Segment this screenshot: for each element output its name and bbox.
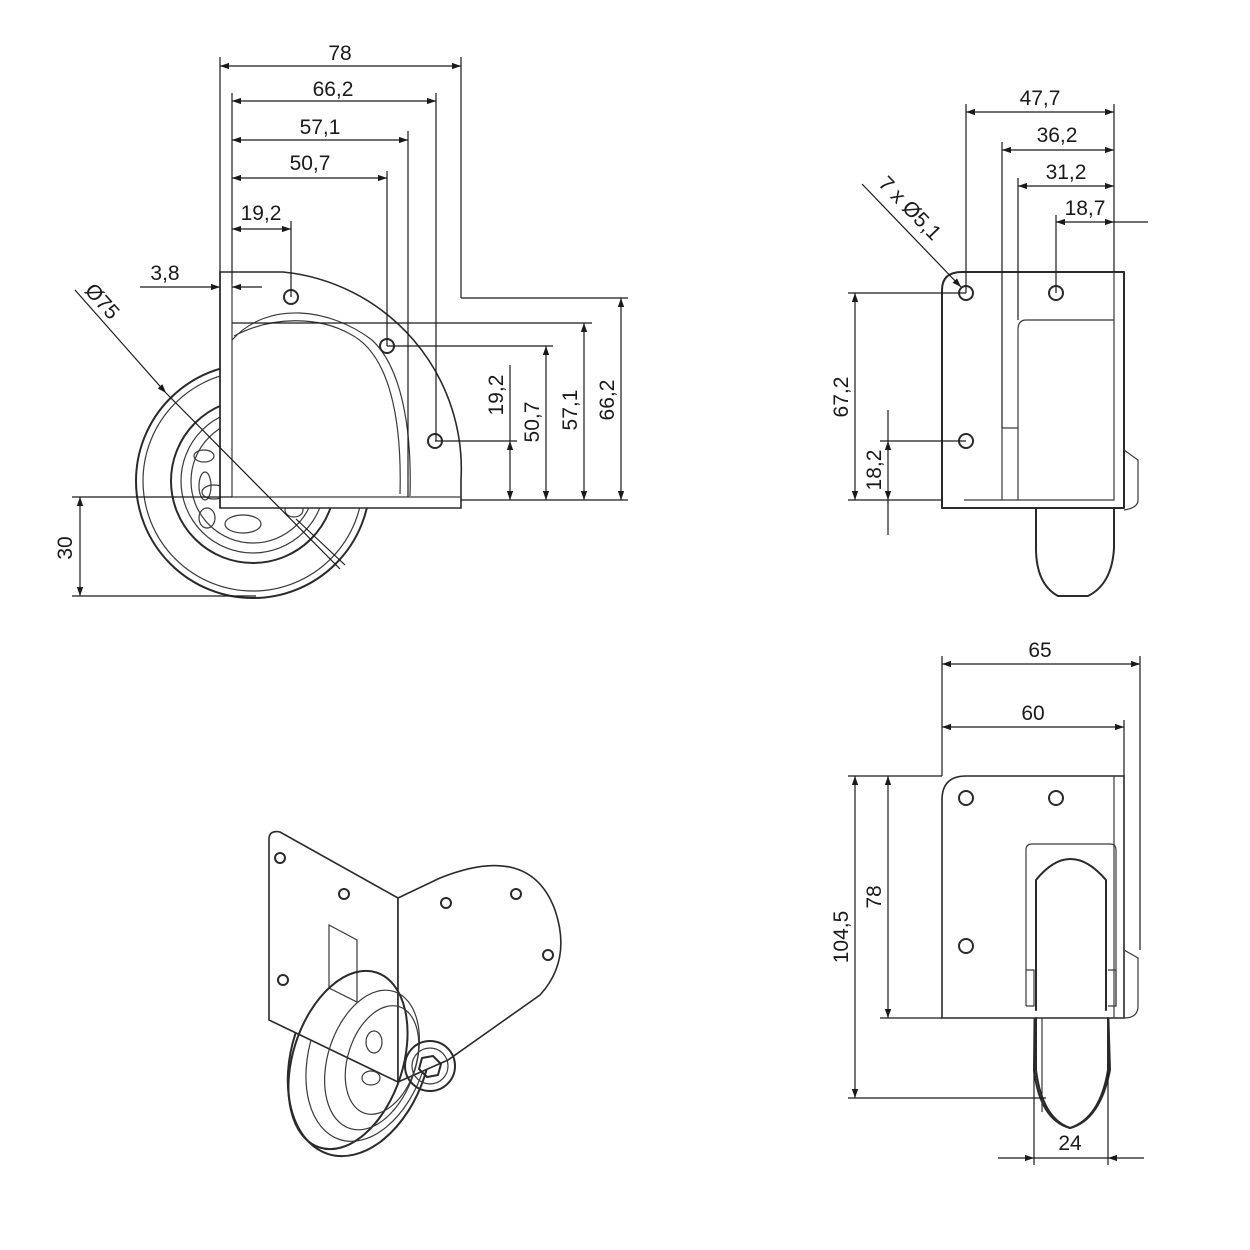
dim-78: 78 [328,42,351,65]
end-view-dims-left: 67,2 18,2 [830,292,966,535]
dim-3-8: 3,8 [150,262,179,285]
dim-50-7: 50,7 [290,152,331,175]
end-view: 47,7 36,2 31,2 18,7 7 x Ø5,1 67,2 18,2 [830,87,1148,597]
end-view-bracket [941,271,1139,511]
side-view-dims-wheel: Ø75 30 [54,279,341,597]
front-view: 65 60 104,5 78 24 [830,639,1144,1165]
end-view-dims-top: 47,7 36,2 31,2 18,7 [965,87,1148,428]
side-view-dims-top: 78 66,2 57,1 50,7 19,2 3,8 [140,42,462,508]
front-view-dims-top: 65 60 [941,639,1141,950]
dim-57-1: 57,1 [300,116,341,139]
dim-66-2-right: 66,2 [596,380,619,421]
dim-78-front: 78 [863,885,886,908]
dim-18-2: 18,2 [863,450,886,491]
front-view-dims-bottom: 24 [998,1070,1144,1165]
side-view-bracket [219,271,463,509]
dim-36-2: 36,2 [1037,124,1078,147]
dim-19-2-top: 19,2 [241,202,282,225]
dim-47-7: 47,7 [1020,87,1061,110]
dim-65: 65 [1028,639,1051,662]
dim-104-5: 104,5 [830,911,853,964]
dim-wheel-diameter: Ø75 [80,279,124,324]
dim-24: 24 [1058,1132,1082,1155]
dim-31-2: 31,2 [1046,161,1087,184]
side-view: 78 66,2 57,1 50,7 19,2 3,8 19,2 50,7 57,… [54,42,628,599]
front-view-dims-left: 104,5 78 [830,775,1046,1099]
isometric-view [268,830,562,1158]
dim-30: 30 [54,536,77,559]
side-view-dims-right: 19,2 50,7 57,1 66,2 [232,297,628,501]
dim-60: 60 [1021,702,1044,725]
front-view-bracket [941,775,1139,1019]
dim-57-1-right: 57,1 [559,390,582,431]
dim-50-7-right: 50,7 [521,402,544,443]
dim-66-2: 66,2 [313,78,354,101]
dim-18-7: 18,7 [1065,197,1106,220]
dim-67-2: 67,2 [830,377,853,418]
dim-19-2-right: 19,2 [485,375,508,416]
